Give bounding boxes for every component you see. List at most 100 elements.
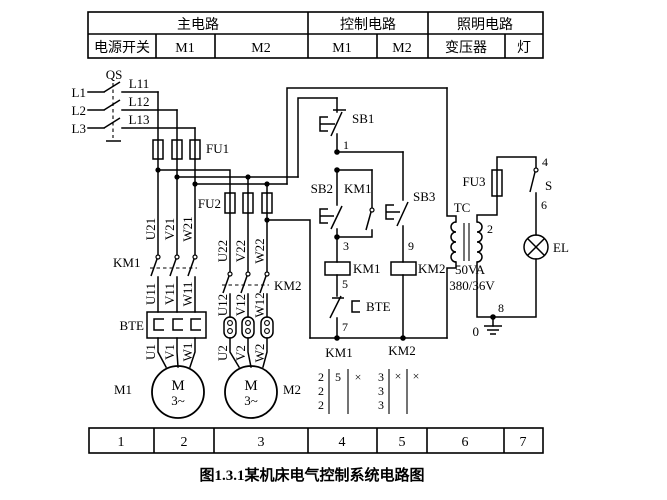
motor1-phase: 3~ <box>171 393 185 408</box>
lighting-circuit: TC 50VA 380/36V FU3 2 4 S 6 EL 8 0 <box>446 87 569 339</box>
motor2-phase: 3~ <box>244 393 258 408</box>
l11-label: L11 <box>129 76 149 91</box>
km2-t5: × <box>413 369 420 383</box>
bte-element-1 <box>153 318 164 331</box>
header-m1: M1 <box>175 41 194 56</box>
sb1-actuator <box>319 116 328 132</box>
l13-label: L13 <box>129 112 150 127</box>
header-m2: M2 <box>251 41 270 56</box>
el-label: EL <box>553 240 569 255</box>
fu1-fuse-2 <box>171 139 183 160</box>
wire-u1: U1 <box>143 344 158 360</box>
header-ctrl-m1: M1 <box>332 41 351 56</box>
s-switch-label: S <box>545 178 552 193</box>
fu1-fuse-3 <box>189 139 201 160</box>
header-transformer: 变压器 <box>445 40 487 56</box>
header-main-circuit: 主电路 <box>177 17 219 33</box>
km1-t5: × <box>355 370 362 384</box>
km1-bottom-label: KM1 <box>325 345 352 360</box>
tc-va-rating: 50VA <box>455 262 486 277</box>
sb2-label: SB2 <box>311 181 333 196</box>
motor2-m: M <box>244 378 257 394</box>
wire-u11: U11 <box>143 283 158 305</box>
bte-box-label: BTE <box>119 318 144 333</box>
figure-caption: 图1.3.1某机床电气控制系统电路图 <box>199 466 424 484</box>
node-0: 0 <box>473 324 480 339</box>
node-9: 9 <box>408 239 414 253</box>
l3-label: L3 <box>72 121 86 136</box>
ground-symbol <box>484 325 502 335</box>
bte-element-2 <box>172 318 183 331</box>
wire-w2: W2 <box>252 344 267 363</box>
km2-t1: 3 <box>378 370 384 384</box>
wire-u22: U22 <box>215 240 230 262</box>
node-1: 1 <box>343 138 349 152</box>
motor1-circle <box>151 365 205 419</box>
km1-t3: 2 <box>318 398 324 412</box>
km1-main-label: KM1 <box>113 255 140 270</box>
sb2-actuator <box>319 208 328 224</box>
tc-voltage-ratio: 380/36V <box>449 278 495 293</box>
wire-w21: W21 <box>180 216 195 241</box>
fu1-fuse-1 <box>152 139 164 160</box>
km2-main-label: KM2 <box>274 278 301 293</box>
bte-box <box>146 311 207 339</box>
node-3: 3 <box>343 239 349 253</box>
node-5: 5 <box>342 277 348 291</box>
column-4: 4 <box>339 435 346 450</box>
node-2: 2 <box>487 222 493 236</box>
wire-v11: V11 <box>162 283 177 305</box>
header-lamp: 灯 <box>517 40 531 56</box>
motor1-m: M <box>171 378 184 394</box>
header-lighting-circuit: 照明电路 <box>457 17 513 33</box>
fu3-fuse <box>491 169 503 197</box>
wire-v12: V12 <box>233 294 248 316</box>
node-4: 4 <box>542 155 548 169</box>
km2-bottom-label: KM2 <box>388 343 415 358</box>
bte-element-3 <box>190 318 201 331</box>
km1-t2: 2 <box>318 384 324 398</box>
km1-coil-label: KM1 <box>353 261 380 276</box>
column-6: 6 <box>462 435 469 450</box>
footer-table: 1 2 3 4 5 6 7 <box>88 427 544 454</box>
header-ctrl-m2: M2 <box>392 41 411 56</box>
wire-w22: W22 <box>252 238 267 263</box>
motor1-label: M1 <box>114 382 132 397</box>
sb1-label: SB1 <box>352 111 374 126</box>
column-3: 3 <box>258 435 265 450</box>
wire-v1: V1 <box>162 344 177 360</box>
wire-w1: W1 <box>180 343 195 362</box>
column-5: 5 <box>399 435 406 450</box>
fu2-label: FU2 <box>198 196 221 211</box>
column-1: 1 <box>118 435 125 450</box>
sb3-actuator <box>385 204 394 220</box>
header-control-circuit: 控制电路 <box>340 17 396 33</box>
fu3-label: FU3 <box>462 174 485 189</box>
tc-secondary-winding <box>476 221 483 263</box>
km2-coil-label: KM2 <box>418 261 445 276</box>
motor2-circle <box>224 365 278 419</box>
bte-contact-symbol <box>351 300 360 313</box>
km2-contact-table: 3 3 3 × × <box>378 369 419 414</box>
tc-primary-winding <box>450 221 457 263</box>
motor2-branch: FU2 U22 V22 W22 KM2 U12 V12 W12 U2 V2 <box>157 169 311 419</box>
km1-contact-table: 2 2 2 5 × <box>318 369 361 414</box>
l2-label: L2 <box>72 103 86 118</box>
tc-label: TC <box>454 200 471 215</box>
column-7: 7 <box>520 435 527 450</box>
km1-aux-label: KM1 <box>344 181 371 196</box>
bte-contact-label: BTE <box>366 299 391 314</box>
l12-label: L12 <box>129 94 150 109</box>
wire-w12: W12 <box>252 292 267 317</box>
wire-u12: U12 <box>215 294 230 316</box>
km2-coil <box>390 261 417 276</box>
wire-v21: V21 <box>162 218 177 240</box>
motor2-label: M2 <box>283 382 301 397</box>
supply-section: L1 L2 L3 QS L11 L12 L13 <box>72 67 196 142</box>
km2-t3: 3 <box>378 398 384 412</box>
motor1-branch: FU1 U21 V21 W21 KM1 U11 V11 W11 BTE U1 <box>113 91 229 419</box>
fu1-label: FU1 <box>206 141 229 156</box>
column-2: 2 <box>181 435 188 450</box>
